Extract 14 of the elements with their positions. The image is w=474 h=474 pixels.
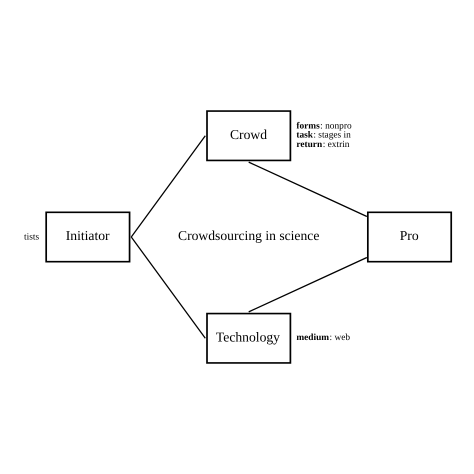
connector: [248, 162, 368, 218]
node-box: Pro: [366, 211, 452, 263]
connector: [248, 256, 368, 312]
node-label: return: extrin: [296, 140, 350, 150]
node-box: Initiator: [45, 211, 130, 263]
connector: [130, 135, 206, 238]
node-label: task: stages in: [296, 130, 351, 141]
node-label: forms: nonpro: [296, 121, 352, 132]
node-box: Crowd: [206, 110, 292, 162]
node-label: medium: web: [296, 332, 350, 343]
node-box: Technology: [206, 312, 292, 364]
node-label: tists: [24, 232, 40, 242]
label: Crowdsourcing in science: [178, 228, 320, 244]
connector: [130, 236, 206, 339]
